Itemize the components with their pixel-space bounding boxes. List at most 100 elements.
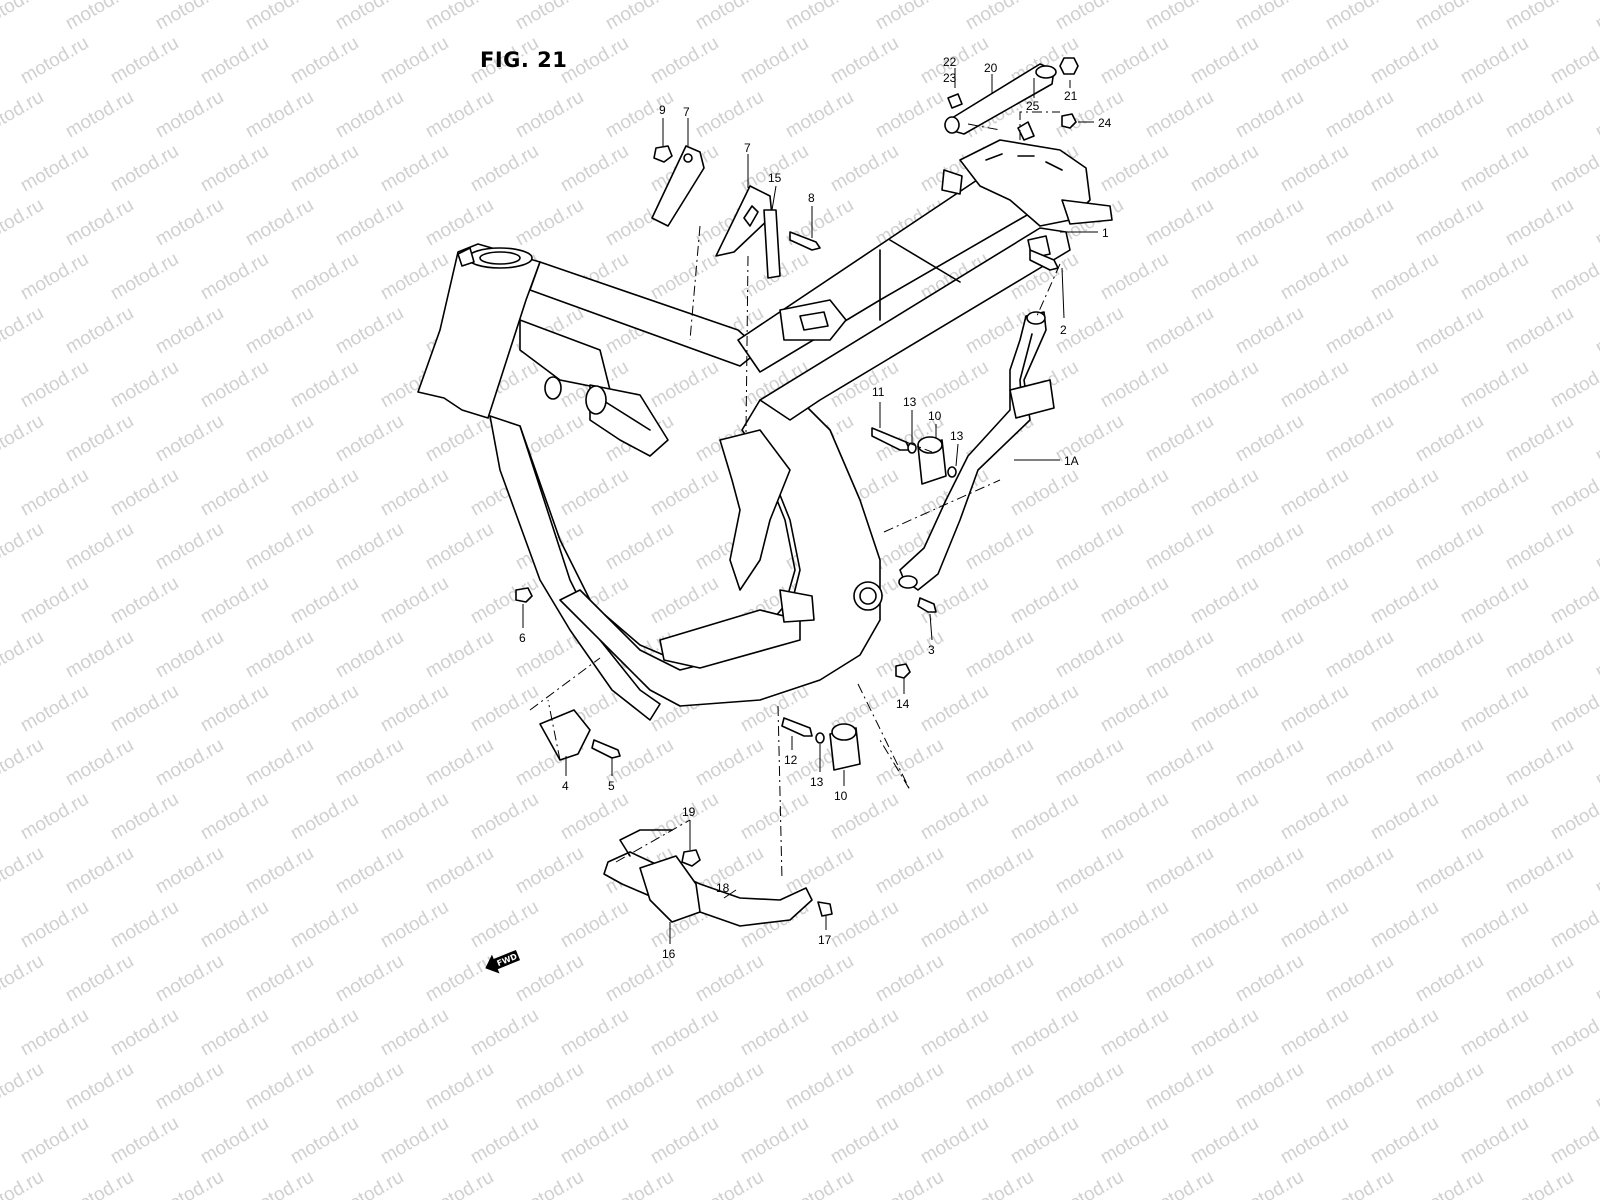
callout-16: 16 (662, 947, 676, 961)
steering-stop-tab (457, 247, 475, 267)
cradle-cross-brace (659, 609, 801, 669)
dash-plate-7-left (689, 225, 701, 341)
callout-13a: 13 (903, 395, 917, 409)
shock-mount-bracket (779, 299, 847, 341)
nut-14 (895, 663, 911, 679)
figure-title: FIG. 21 (480, 48, 568, 72)
seat-rail-cross-1 (889, 239, 961, 283)
upper-stay-tab (1017, 121, 1035, 141)
callout-22: 22 (943, 55, 957, 69)
dash-subframe-top (1035, 263, 1061, 319)
callout-5: 5 (608, 779, 615, 793)
bolt-2 (1029, 249, 1059, 271)
pivot-plate-left (589, 384, 669, 457)
callout-10a: 10 (928, 409, 942, 423)
nut-6 (515, 587, 533, 603)
steering-head-opening (467, 247, 533, 269)
bolt-8 (789, 231, 821, 251)
hardware-parts (515, 57, 1079, 927)
pivot-plate-right (719, 429, 791, 591)
dash-guard-16b (615, 819, 691, 863)
guard-16-bend (619, 829, 673, 857)
callout-1: 1 (1102, 226, 1109, 240)
bolt-23 (947, 93, 963, 109)
bracket-4 (539, 709, 591, 761)
rear-fender-bracket (1061, 199, 1113, 225)
callout-18: 18 (716, 881, 730, 895)
engine-mount-plate-right-slot (743, 205, 759, 227)
forward-arrow-icon (485, 949, 521, 974)
cradle-lower-boss (853, 581, 883, 611)
dash-stay-20 (1019, 111, 1060, 140)
leader-13b (955, 443, 959, 467)
callout-20: 20 (984, 61, 998, 75)
down-tube-hole (544, 376, 562, 400)
callout-7a: 7 (683, 105, 690, 119)
callout-14: 14 (896, 697, 910, 711)
seat-rail-lower (759, 227, 1071, 421)
dash-guard-16 (777, 705, 783, 881)
leader-18 (723, 889, 737, 899)
bolt-11 (871, 427, 911, 451)
nut-19 (681, 849, 701, 867)
upper-stay-bushing (944, 116, 960, 134)
engine-mount-boss (779, 589, 815, 623)
cushion-10-upper-face (917, 436, 943, 454)
callout-9: 9 (659, 103, 666, 117)
callout-labels: 22 23 20 21 25 24 9 7 7 15 8 1 2 11 13 1… (519, 55, 1112, 961)
leader-3 (929, 613, 933, 641)
callout-19: 19 (682, 805, 696, 819)
callout-21: 21 (1064, 89, 1078, 103)
sub-frame-bottom-eye (898, 575, 918, 589)
callout-25: 25 (1026, 99, 1040, 113)
callout-24: 24 (1098, 116, 1112, 130)
callout-13c: 13 (810, 775, 824, 789)
dash-plate-7-right (745, 255, 749, 433)
callout-7b: 7 (744, 141, 751, 155)
callout-3: 3 (928, 643, 935, 657)
washer-13-upper-right (947, 466, 957, 478)
nut-9 (653, 145, 673, 163)
shock-mount-slot (799, 311, 829, 331)
callout-13b: 13 (950, 429, 964, 443)
dash-subframe-cradle (883, 479, 1001, 533)
rear-loop-slots (985, 153, 1063, 171)
dash-bolt-11 (905, 441, 933, 453)
fwd-label: FWD (496, 952, 519, 968)
engine-mount-plate-left-hole (683, 153, 693, 163)
nut-24 (1061, 113, 1077, 129)
callout-1A: 1A (1064, 454, 1079, 468)
callout-8: 8 (808, 191, 815, 205)
sub-frame-top-eye (1026, 311, 1046, 325)
sub-frame-1a (898, 311, 1055, 591)
leader-15 (771, 185, 777, 211)
down-tube-edge (519, 425, 591, 601)
guard-16-bracket (639, 855, 701, 923)
callout-10b: 10 (834, 789, 848, 803)
upper-stay-end (1035, 65, 1057, 79)
rear-loop-tab (941, 169, 963, 195)
strap-15 (763, 209, 781, 279)
bolt-5 (591, 739, 621, 759)
dash-stay-20b (967, 123, 1001, 131)
pivot-bushing (585, 385, 607, 415)
callout-23: 23 (943, 71, 957, 85)
callout-17: 17 (818, 933, 832, 947)
main-frame (417, 121, 1113, 721)
callout-12: 12 (784, 753, 798, 767)
bolt-17 (817, 901, 833, 917)
assembly-dash-lines (529, 111, 1061, 881)
washer-13-lower (815, 732, 825, 744)
cushion-10-lower-face (831, 723, 857, 741)
leader-2 (1061, 267, 1065, 319)
leader-lines (522, 68, 1098, 944)
sub-frame-bracket (1009, 379, 1055, 419)
callout-11: 11 (872, 385, 885, 399)
fwd-direction-marker: FWD (485, 949, 521, 974)
callout-4: 4 (562, 779, 569, 793)
backbone-gusset (519, 319, 611, 391)
callout-6: 6 (519, 631, 526, 645)
callout-15: 15 (768, 171, 782, 185)
